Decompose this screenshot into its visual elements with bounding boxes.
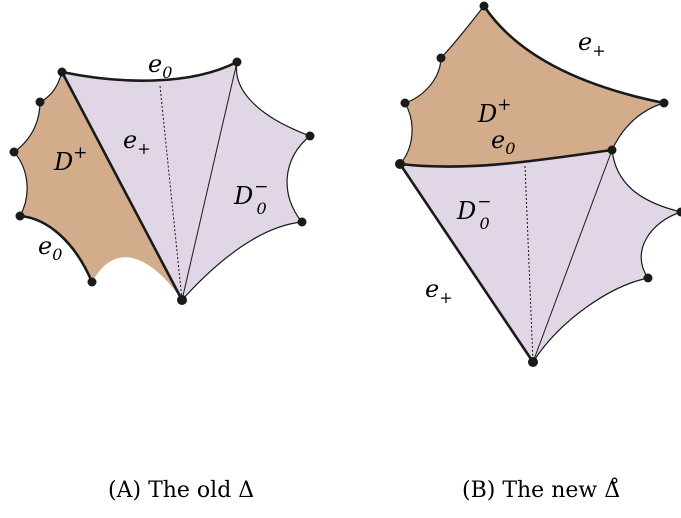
- vertex: [676, 207, 681, 217]
- vertices-a: [9, 57, 315, 305]
- edge-e0-b: [399, 148, 613, 168]
- edge-e0-bottom-a: [19, 214, 94, 283]
- region-d0-minus-b: [400, 150, 681, 362]
- label-e-plus-top-b: e+: [578, 28, 606, 60]
- vertex: [305, 131, 315, 141]
- label-d0-minus-a: D−0: [233, 177, 269, 218]
- caption-a-tag: (A): [108, 478, 142, 503]
- vertex: [607, 145, 617, 155]
- label-d0-minus-b: D−0: [456, 192, 492, 233]
- vertex: [479, 1, 489, 11]
- vertex: [436, 53, 446, 63]
- edge-e0-top-a: [61, 60, 238, 82]
- vertex: [528, 357, 538, 367]
- panel-b: e+ D+ e0 D−0 e+: [395, 1, 681, 367]
- vertex: [400, 98, 410, 108]
- caption-b-text: The new Δ̊: [502, 478, 621, 503]
- label-d-plus-a: D+: [53, 143, 88, 176]
- boundary-b: [399, 5, 681, 363]
- vertex: [35, 97, 45, 107]
- diagonal-dotted-b: [524, 165, 534, 363]
- region-d-plus-a: [14, 72, 182, 300]
- label-e0-b: e0: [491, 126, 515, 158]
- label-d-plus-b: D+: [477, 95, 512, 128]
- vertex: [9, 147, 19, 157]
- vertex: [177, 295, 187, 305]
- diagonal-solid-b: [532, 149, 613, 363]
- caption-a-text: The old Δ: [148, 478, 255, 503]
- vertex: [57, 67, 67, 77]
- edge-e-plus-a: [60, 71, 184, 301]
- caption-a: (A) The old Δ: [108, 478, 254, 503]
- edge-e-plus-top-b: [482, 5, 665, 105]
- boundary-a: [13, 61, 311, 301]
- caption-b: (B) The new Δ̊: [462, 478, 620, 503]
- panel-a: e0 e+ D+ D−0 e0: [9, 50, 315, 305]
- vertex: [659, 98, 669, 108]
- vertex: [643, 273, 653, 283]
- caption-b-tag: (B): [462, 478, 496, 503]
- region-d-plus-b: [400, 6, 664, 167]
- vertices-b: [395, 1, 681, 367]
- label-e0-bottom-a: e0: [38, 232, 62, 264]
- diagonal-solid-a: [181, 61, 238, 301]
- region-d0-minus-a: [62, 62, 310, 300]
- vertex: [232, 57, 242, 67]
- edge-e-plus-left-b: [398, 163, 535, 363]
- vertex: [395, 159, 405, 169]
- label-e0-top-a: e0: [148, 50, 172, 82]
- vertex: [297, 217, 307, 227]
- vertex: [15, 211, 25, 221]
- vertex: [87, 277, 97, 287]
- label-e-plus-a: e+: [123, 126, 151, 158]
- label-e-plus-left-b: e+: [425, 275, 453, 307]
